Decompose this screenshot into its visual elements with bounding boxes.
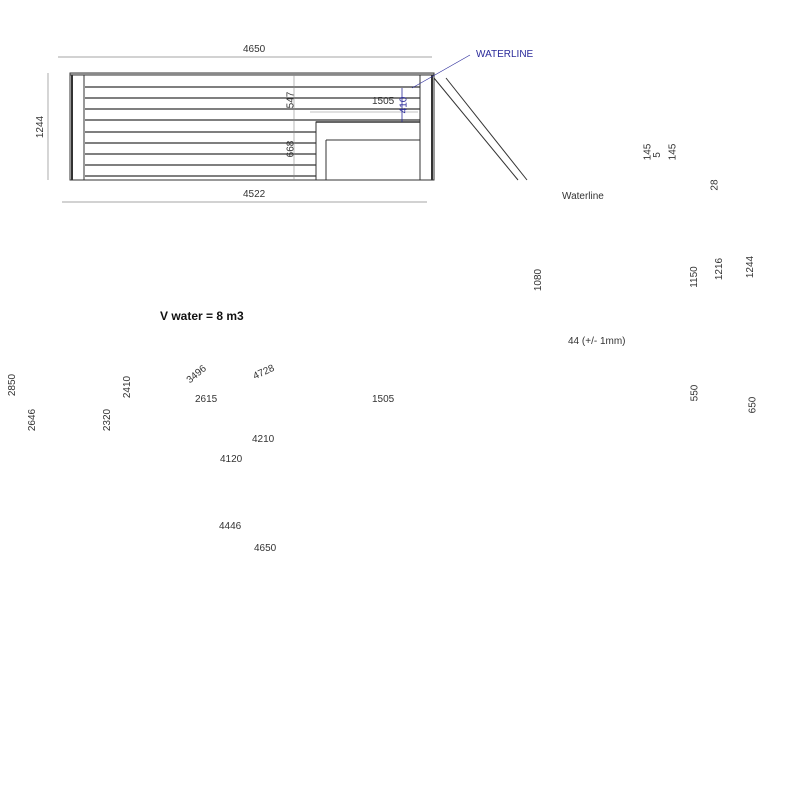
dim-waterline-height: 1080 [533, 268, 545, 292]
dim-post-height: 1216 [714, 257, 726, 281]
dim-lower-depth: 668 [285, 140, 297, 158]
dim-plan-base-length: 4446 [219, 521, 242, 532]
dim-side-base-length: 4522 [243, 189, 266, 200]
dim-water-width-b: 2320 [102, 408, 114, 432]
water-volume-label: V water = 8 m3 [160, 309, 244, 323]
dim-deep-length: 2615 [195, 394, 218, 405]
waterline-label: WATERLINE [476, 49, 534, 60]
dim-waterline-offset: 410 [398, 96, 410, 114]
dim-inner-length-a: 4210 [252, 434, 275, 445]
dim-foundation-depth: 650 [747, 396, 759, 414]
dim-water-width-a: 2410 [122, 375, 134, 399]
dim-inner-width: 2646 [27, 408, 39, 432]
section-waterline-label: Waterline [562, 191, 604, 202]
dim-plank-thickness: 44 (+/- 1mm) [568, 336, 626, 347]
dim-total-height: 1244 [745, 255, 757, 279]
dim-cap-height: 28 [709, 179, 721, 191]
dim-inner-length-b: 4120 [220, 454, 243, 465]
dim-wall-height: 1150 [688, 266, 700, 288]
dim-step-length: 1505 [372, 96, 395, 107]
dim-side-overall-length: 4650 [243, 44, 266, 55]
dim-side-height: 1244 [35, 115, 47, 139]
dim-plan-outer-length: 4650 [254, 543, 277, 554]
dim-outer-width: 2850 [7, 373, 19, 397]
side-elevation [47, 54, 528, 203]
dim-step-zone-length: 1505 [372, 394, 395, 405]
dim-upper-depth: 547 [285, 91, 297, 109]
dim-post-embed-depth: 550 [689, 384, 701, 402]
dim-top-width-right: 145 [667, 143, 679, 161]
dim-top-width-mid: 5 [651, 152, 663, 158]
